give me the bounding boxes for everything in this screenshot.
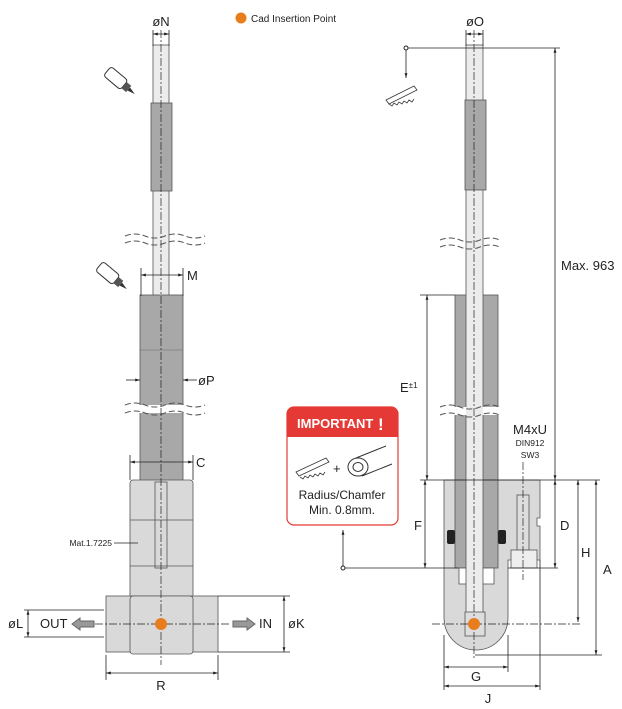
dim-C-label: C: [196, 455, 205, 470]
rod-sleeve-section: [464, 99, 487, 191]
dim-E-label: E±1: [400, 380, 418, 395]
break-mark: [124, 402, 206, 416]
important-line-2: Min. 0.8mm.: [309, 503, 375, 517]
saw-icon: [385, 85, 418, 107]
tube: [139, 294, 184, 482]
break-mark: [124, 233, 206, 246]
screw-standard-label: DIN912: [516, 438, 545, 448]
dim-O-label: øO: [466, 14, 484, 29]
screw-wrench-label: SW3: [521, 450, 540, 460]
cad-insertion-point-icon: [235, 12, 247, 24]
dim-J-label: J: [485, 691, 492, 706]
arrow-left-icon: [232, 617, 256, 631]
max-length-label: Max. 963: [561, 258, 614, 273]
dim-G-label: G: [471, 669, 481, 684]
valve-block: [129, 479, 194, 599]
dim-A-label: A: [603, 562, 612, 577]
important-notice: IMPORTANT ! + Radius/Chamfer Min. 0.8mm.: [286, 406, 399, 526]
saw-icon: [295, 457, 330, 480]
tube-icon: [347, 445, 393, 477]
important-title: IMPORTANT: [297, 416, 373, 431]
in-port-label: IN: [259, 616, 272, 631]
cad-insertion-point: [468, 618, 480, 630]
adhesive-bottle-icon: [96, 262, 127, 290]
right-view: øO Max. 963 E±1 M4xU DIN912 SW3 F D H A …: [340, 14, 614, 706]
legend: Cad Insertion Point: [235, 12, 336, 25]
plus-sign: +: [333, 461, 341, 476]
legend-label: Cad Insertion Point: [251, 14, 336, 25]
dim-M-label: M: [187, 268, 198, 283]
dim-L-label: øL: [8, 616, 23, 631]
rod-sleeve: [150, 102, 173, 192]
dim-H-label: H: [581, 545, 590, 560]
dim-K-label: øK: [288, 616, 305, 631]
important-line-1: Radius/Chamfer: [299, 488, 386, 502]
important-mark: !: [378, 415, 384, 434]
dim-D-label: D: [560, 518, 569, 533]
cad-insertion-point: [155, 618, 167, 630]
break-mark: [439, 404, 501, 418]
material-label: Mat.1.7225: [69, 538, 112, 548]
arrow-left-icon: [71, 617, 95, 631]
dim-F-label: F: [414, 518, 422, 533]
break-mark: [439, 237, 501, 250]
adhesive-bottle-icon: [104, 67, 135, 95]
screw-size-label: M4xU: [513, 422, 547, 437]
dim-N-label: øN: [152, 14, 169, 29]
dim-R-label: R: [156, 678, 165, 693]
dim-P-label: øP: [198, 373, 215, 388]
out-port-label: OUT: [40, 616, 68, 631]
left-view: øN M øP C Mat.1.7225 R øL OUT IN øK: [8, 14, 305, 693]
